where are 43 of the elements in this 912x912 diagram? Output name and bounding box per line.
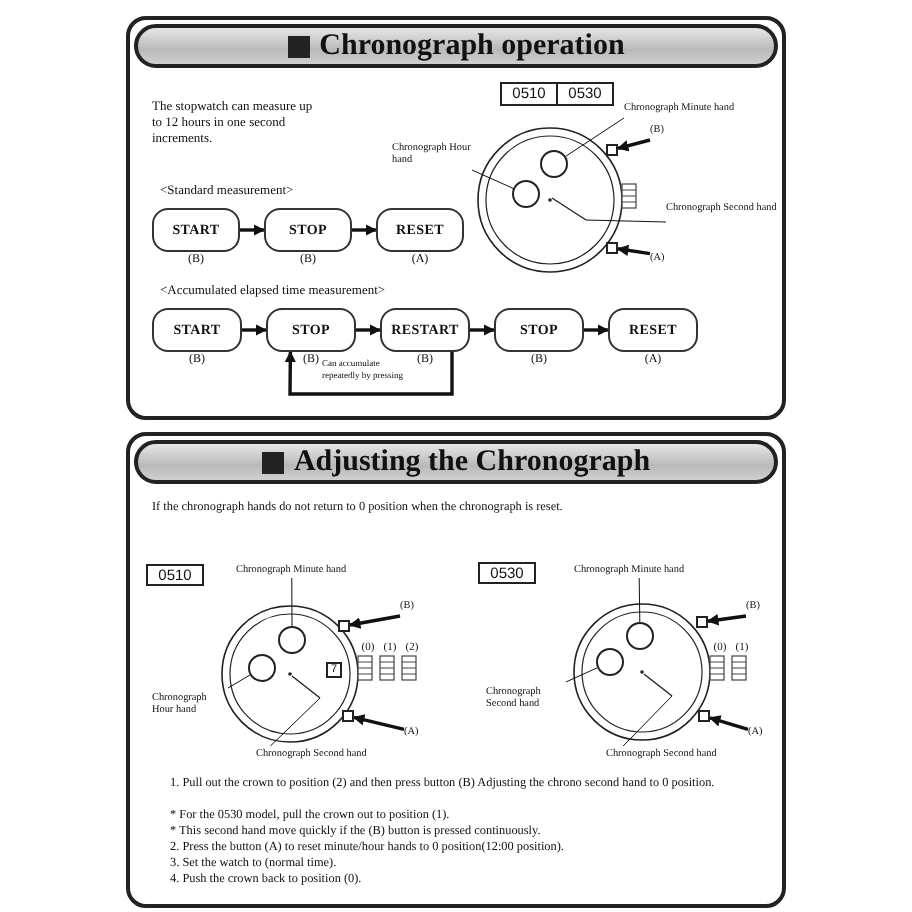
leader-line: [291, 577, 293, 627]
subdial-circle: [248, 654, 276, 682]
leader-line: [227, 674, 251, 689]
arrow: [352, 714, 405, 732]
arrow: [240, 224, 266, 236]
pusher-button: [606, 144, 618, 156]
pusher-button: [696, 616, 708, 628]
model-number-box: [146, 564, 204, 586]
section-panel: [126, 432, 786, 908]
arrow: [356, 324, 382, 336]
section-panel: [126, 16, 786, 420]
second-hand: [644, 674, 672, 696]
subdial-circle: [596, 648, 624, 676]
arrow: [708, 715, 749, 732]
section-heading: Chronograph operation: [319, 31, 625, 61]
subdial-circle: [512, 180, 540, 208]
arrow: [616, 138, 651, 152]
arrow: [284, 350, 454, 396]
pusher-button: [338, 620, 350, 632]
section-heading: Adjusting the Chronograph: [293, 447, 651, 477]
leader-line: [622, 695, 673, 747]
model-number-box: [478, 562, 536, 584]
leader-line: [269, 697, 321, 747]
arrow: [470, 324, 496, 336]
subdial-circle: [540, 150, 568, 178]
leader-line: [638, 577, 641, 623]
pusher-button: [342, 710, 354, 722]
arrow: [616, 244, 651, 257]
pusher-button: [698, 710, 710, 722]
second-hand: [292, 676, 320, 698]
leader-line: [585, 219, 667, 223]
arrow: [352, 224, 378, 236]
second-hand: [552, 198, 586, 220]
model-number-box: [500, 82, 614, 106]
pusher-button: [606, 242, 618, 254]
arrow: [584, 324, 610, 336]
arrow: [706, 614, 747, 626]
arrow: [348, 614, 401, 629]
subdial-circle: [626, 622, 654, 650]
subdial-circle: [278, 626, 306, 654]
leader-line: [565, 667, 598, 683]
arrow: [242, 324, 268, 336]
leader-line: [471, 169, 514, 189]
